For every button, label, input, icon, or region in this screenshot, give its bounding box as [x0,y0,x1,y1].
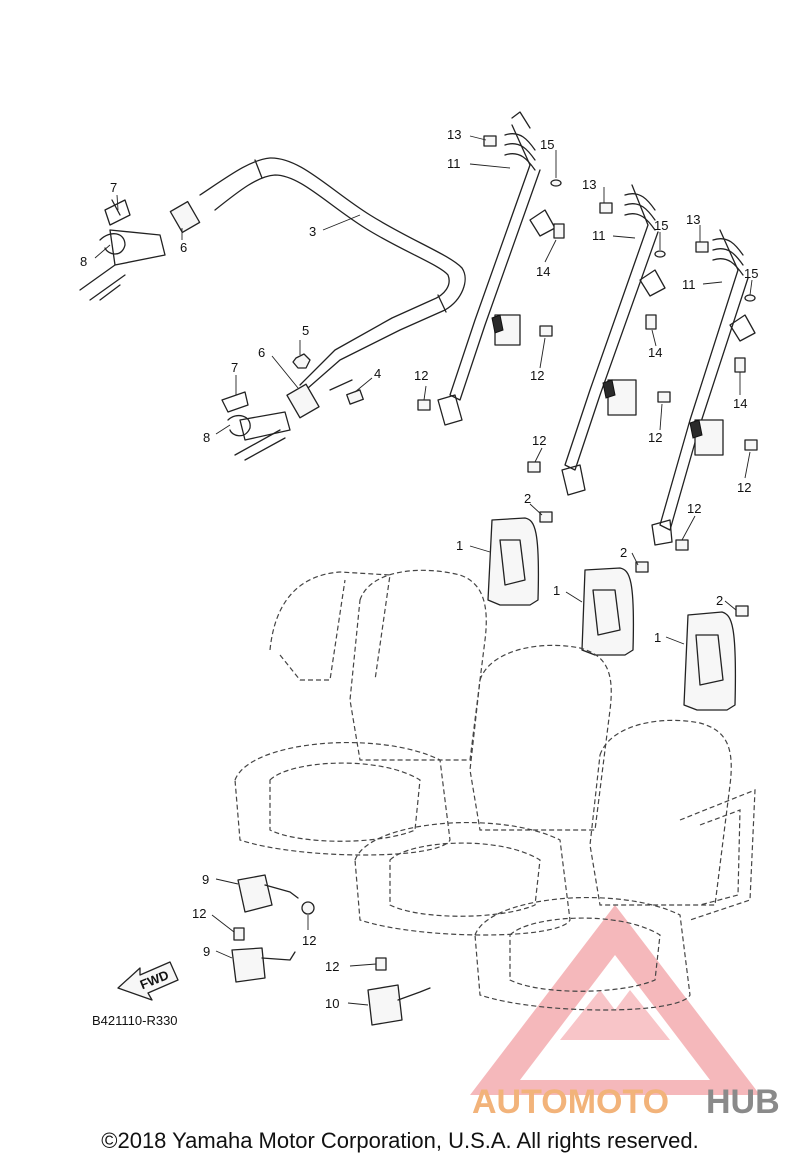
callout-14c: 14 [733,396,747,411]
buckle-part-10 [367,957,431,1026]
callout-12f: 12 [687,501,701,516]
callout-12a: 12 [414,368,428,383]
callout-12i: 12 [325,959,339,974]
callout-11b: 11 [592,228,606,243]
leader-lines [94,135,753,1006]
seat-right [474,719,756,1011]
callout-8a: 8 [80,254,87,269]
watermark-text-part2: HUB [706,1083,780,1121]
diagram-code: B421110-R330 [92,1013,178,1028]
callout-11c: 11 [682,277,696,292]
watermark-text: AUTOMOTO HUB [472,1083,780,1121]
callout-2c: 2 [716,593,723,608]
callout-7a: 7 [110,180,117,195]
callout-12h: 12 [192,906,206,921]
seatbelt-center [561,184,666,496]
clamp-upper-left [79,199,166,301]
callout-1a: 1 [456,538,463,553]
fwd-direction-arrow: FWD [117,961,179,1001]
callout-4: 4 [374,366,381,381]
callout-14b: 14 [648,345,662,360]
seat-left [234,569,487,856]
bolt-parts-12-13-14 [417,135,758,551]
callout-8b: 8 [203,430,210,445]
headrest-guides [487,517,737,711]
callout-13c: 13 [686,212,700,227]
callout-1b: 1 [553,583,560,598]
callout-13b: 13 [582,177,596,192]
callout-14a: 14 [536,264,550,279]
seat-center [354,644,612,936]
callout-12b: 12 [530,368,544,383]
callout-10: 10 [325,996,339,1011]
callout-7b: 7 [231,360,238,375]
bolt-part-4 [329,379,364,405]
clamp-lower-left [221,391,291,461]
watermark-text-part1: AUTOMOTO [472,1083,669,1121]
buckle-part-9-lower [231,927,296,983]
roll-bar [169,157,466,419]
callout-15c: 15 [744,266,758,281]
callout-12c: 12 [648,430,662,445]
callout-2a: 2 [524,491,531,506]
watermark-logo [470,905,760,1095]
callout-3: 3 [309,224,316,239]
copyright-notice: ©2018 Yamaha Motor Corporation, U.S.A. A… [101,1128,699,1153]
callout-12d: 12 [532,433,546,448]
callout-9b: 9 [203,944,210,959]
callout-2b: 2 [620,545,627,560]
bolt-parts-2 [539,511,749,617]
callout-1c: 1 [654,630,661,645]
callout-12g: 12 [302,933,316,948]
seatbelt-left [437,111,556,426]
callout-5: 5 [302,323,309,338]
callout-labels: 3 7 8 6 7 8 6 5 4 13 11 15 14 12 12 13 1… [80,127,758,1028]
callout-13a: 13 [447,127,461,142]
callout-15b: 15 [654,218,668,233]
buckle-part-9-upper [237,874,315,915]
nut-part-5 [292,353,311,369]
callout-12e: 12 [737,480,751,495]
callout-11a: 11 [447,156,461,171]
callout-9a: 9 [202,872,209,887]
seatbelt-right [651,229,756,546]
callout-6b: 6 [258,345,265,360]
callout-15a: 15 [540,137,554,152]
callout-6a: 6 [180,240,187,255]
